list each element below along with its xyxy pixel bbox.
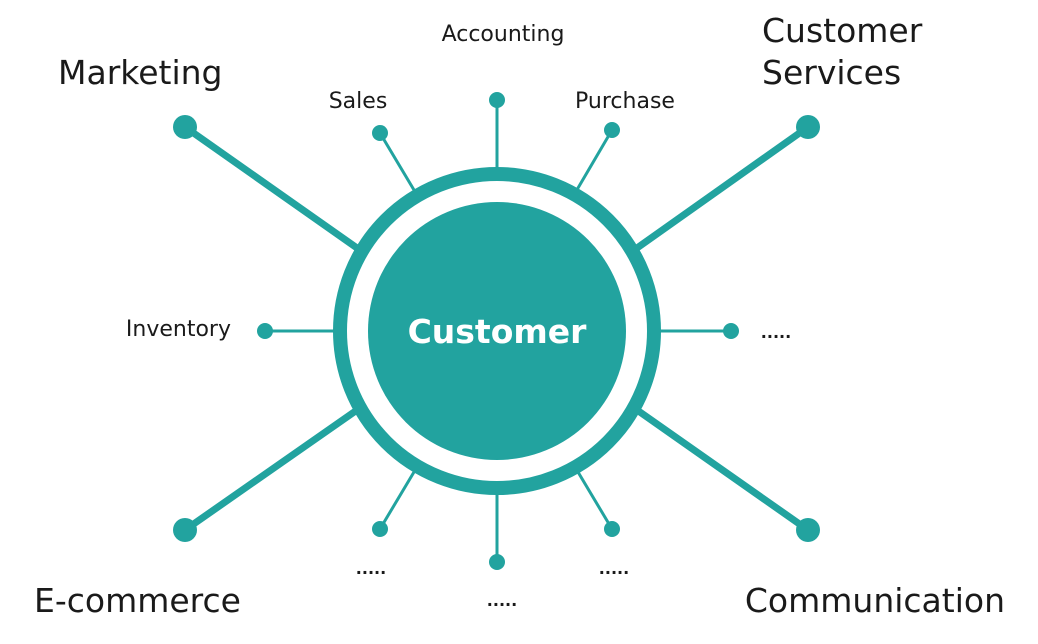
connector-ecommerce [181,406,361,534]
connector-sales [378,131,416,192]
node-bottom-right-more [604,521,620,537]
node-purchase [604,122,620,138]
label-purchase: Purchase [575,89,675,114]
label-bottom-right-more: ..... [599,559,629,578]
connector-bottom-right-more [576,470,614,531]
label-inventory: Inventory [126,317,231,342]
label-right-more: ..... [761,323,791,342]
node-communication [796,518,820,542]
connector-purchase [576,128,614,190]
node-accounting [489,92,505,108]
node-customer-services [796,115,820,139]
label-bottom-left-more: ..... [356,559,386,578]
label-sales: Sales [329,89,388,114]
node-bottom-left-more [372,521,388,537]
connector-marketing [181,123,361,252]
label-accounting: Accounting [442,22,565,47]
customer-hub [368,202,626,460]
hub-label: Customer [408,312,588,351]
node-sales [372,125,388,141]
label-customer-services-line1: Customer [762,11,923,50]
node-marketing [173,115,197,139]
connector-customer-services [633,123,812,252]
connector-communication [633,406,812,534]
label-marketing: Marketing [58,53,222,92]
label-ecommerce: E-commerce [34,581,241,620]
customer-ring [333,167,661,495]
node-right-more [723,323,739,339]
label-communication: Communication [745,581,1005,620]
node-bottom-center-more [489,554,505,570]
node-ecommerce [173,518,197,542]
connector-bottom-left-more [378,470,416,531]
node-inventory [257,323,273,339]
label-bottom-center-more: ..... [487,591,517,610]
label-customer-services-line2: Services [762,53,901,92]
